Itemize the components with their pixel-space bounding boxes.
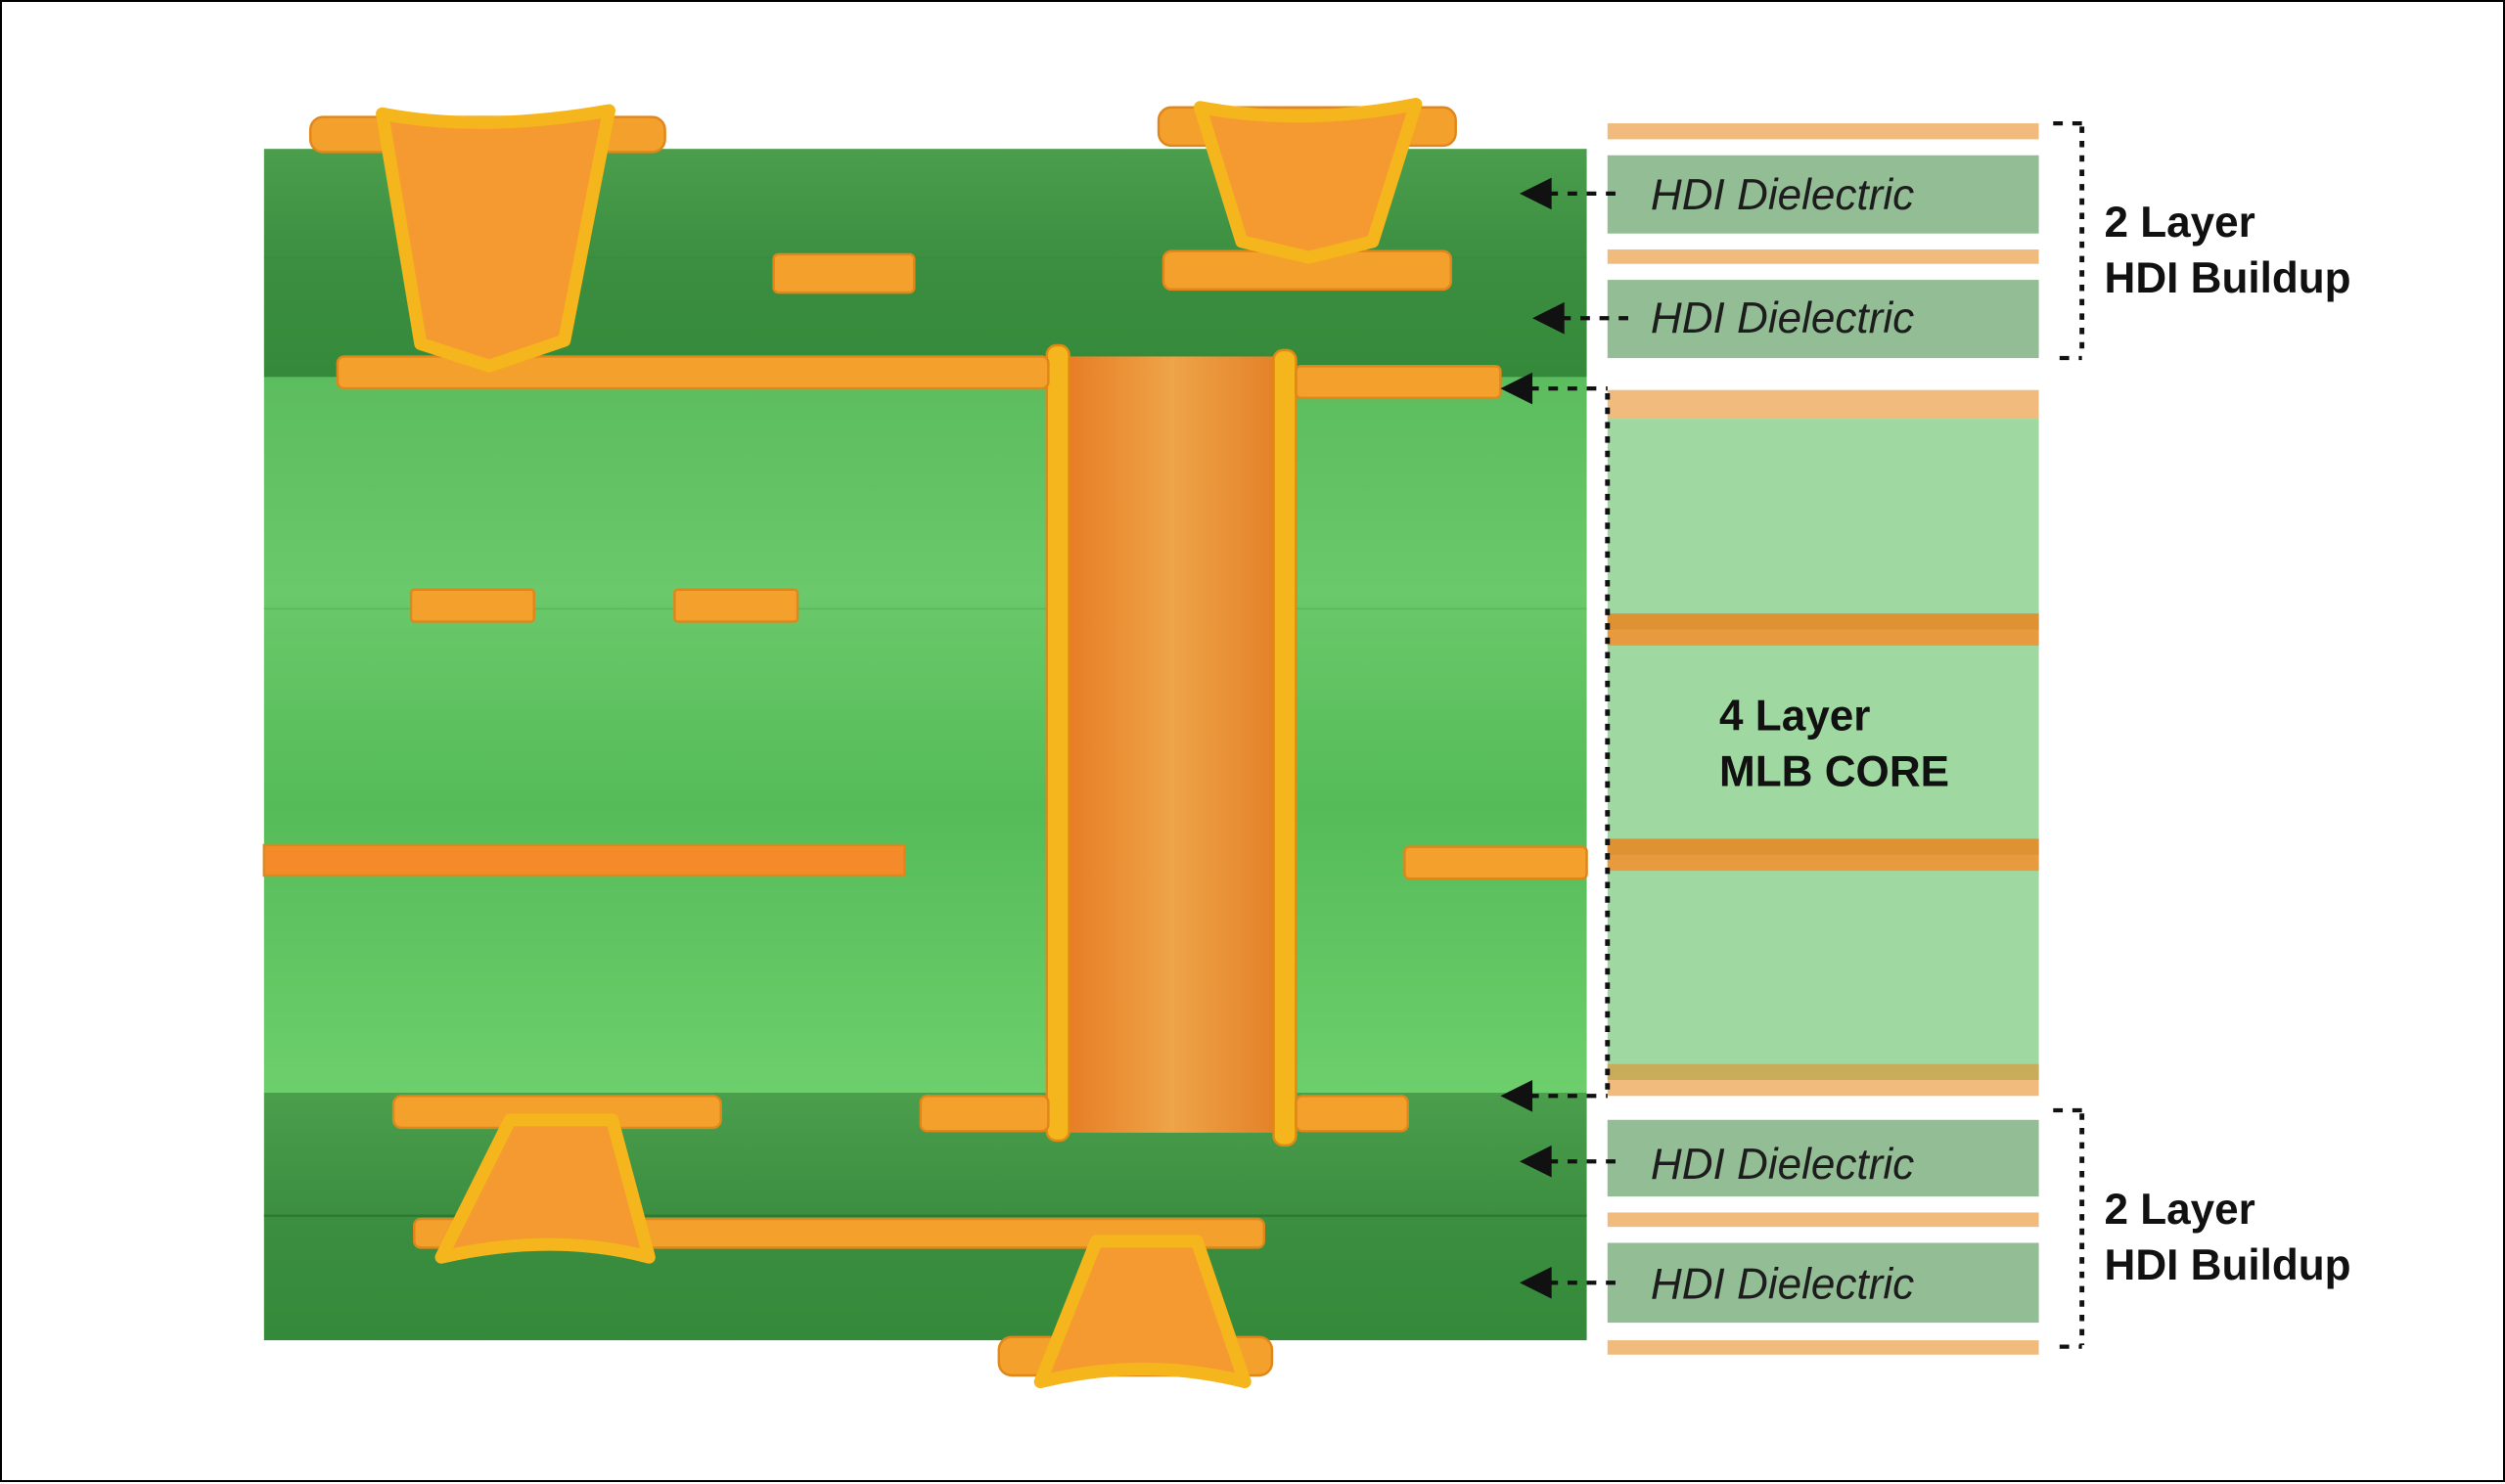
buildup-brackets — [2053, 120, 2085, 1349]
bottom-pad — [919, 1095, 1050, 1133]
core-trace — [262, 843, 906, 877]
copper-layer — [1607, 123, 2039, 140]
microvia-bottom-left — [434, 1113, 656, 1264]
copper-layer — [1607, 389, 2039, 420]
microvia-top-right — [1193, 97, 1423, 264]
bottom-buildup-label-line1: 2 Layer — [2105, 1186, 2255, 1234]
core-label-line2: MLB CORE — [1719, 748, 1949, 796]
arrow-left-icon — [1500, 1079, 1533, 1112]
microvia-top-left — [376, 104, 615, 373]
hdi-dielectric-block — [1607, 1242, 2039, 1324]
through-via-barrel — [1048, 356, 1297, 1133]
core-pad — [409, 588, 535, 623]
hdi-dielectric-label: HDI Dielectric — [1651, 1261, 1914, 1309]
arrow-left-icon — [1520, 177, 1552, 210]
copper-layer — [1607, 249, 2039, 264]
leader-arrows — [1500, 177, 1635, 1299]
hdi-dielectric-block — [1607, 280, 2039, 359]
hdi-dielectric-label: HDI Dielectric — [1651, 1141, 1914, 1189]
pcb-cross-section — [262, 97, 1588, 1389]
top-inner-trace-right — [1295, 364, 1502, 400]
hdi-dielectric-label: HDI Dielectric — [1651, 171, 1914, 219]
microvia-bottom-center — [1033, 1235, 1252, 1389]
hdi-dielectric-block — [1607, 1119, 2039, 1197]
core-trace-right — [1403, 845, 1588, 880]
hdi-dielectric-label: HDI Dielectric — [1651, 294, 1914, 342]
core-layer — [263, 377, 1587, 1094]
top-inner-trace — [336, 355, 1050, 390]
copper-layer — [1607, 1212, 2039, 1228]
core-label-line1: 4 Layer — [1719, 692, 1870, 740]
arrow-left-icon — [1520, 1266, 1552, 1299]
buried-pad — [772, 252, 916, 294]
top-buildup-label-line2: HDI Buildup — [2105, 254, 2351, 302]
copper-layer — [1607, 1340, 2039, 1355]
arrow-left-icon — [1520, 1145, 1552, 1178]
stackup-legend: HDI Dielectric HDI Dielectric HDI Dielec… — [1607, 123, 2351, 1355]
hdi-dielectric-block — [1607, 155, 2039, 234]
bottom-pad — [1295, 1095, 1409, 1133]
arrow-left-icon — [1500, 372, 1533, 405]
top-buildup-label-line1: 2 Layer — [2105, 199, 2255, 247]
arrow-left-icon — [1532, 301, 1565, 335]
core-block — [1607, 419, 2039, 1064]
bottom-buildup-label-line2: HDI Buildup — [2105, 1241, 2351, 1289]
core-pad — [673, 588, 799, 623]
